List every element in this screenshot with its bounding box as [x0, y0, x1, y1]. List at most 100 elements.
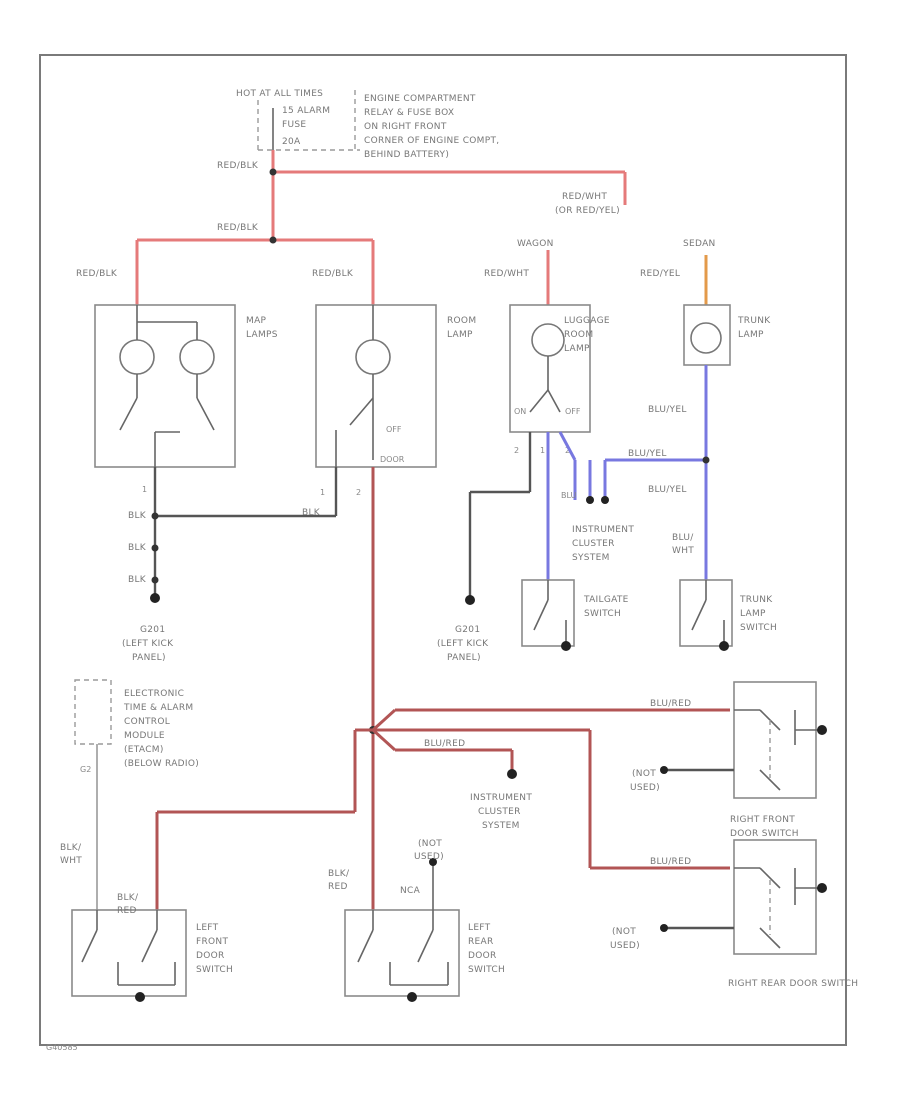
fuse-line-1: HOT AT ALL TIMES [236, 89, 323, 99]
pin-label-6: 2 [565, 446, 570, 455]
fuse-block: HOT AT ALL TIMES 15 ALARM FUSE 20A ENGIN… [236, 89, 499, 160]
room-lamp-label-2: LAMP [447, 330, 473, 340]
right-rear-label: RIGHT REAR DOOR SWITCH [728, 979, 858, 989]
etacm-module: G2 ELECTRONIC TIME & ALARM CONTROL MODUL… [60, 679, 199, 910]
wire-label-blk-4: BLK [302, 508, 321, 518]
luggage-label-1: LUGGAGE [564, 316, 610, 326]
wire-label-blkred-2a: BLK/ [328, 869, 350, 879]
g201-right-label-2: (LEFT KICK [437, 639, 489, 649]
pin-label-1: 1 [142, 485, 147, 494]
ground-g201-left: BLK BLK BLK BLK G201 (LEFT KICK PANEL) 1… [122, 467, 361, 663]
wire-label-blkred-1b: RED [117, 906, 137, 916]
trunk-switch-label-2: LAMP [740, 609, 766, 619]
diagram-code: G40585 [46, 1043, 78, 1052]
luggage-off-label: OFF [565, 407, 581, 416]
door-switch-bus: BLU/RED BLU/RED BLU/RED INSTRUMENT CLUST… [155, 467, 730, 910]
fuse-location-2: RELAY & FUSE BOX [364, 108, 454, 118]
wire-label-blk-3: BLK [128, 575, 147, 585]
wire-label-bluyel-2: BLU/YEL [648, 405, 687, 415]
left-front-door-switch: BLK/ RED LEFT FRONT DOOR SWITCH [71, 893, 233, 1002]
etacm-label-1: ELECTRONIC [124, 689, 184, 699]
trunk-switch-label-3: SWITCH [740, 623, 777, 633]
right-front-notused-1: (NOT [632, 769, 656, 779]
wire-label-redwht: RED/WHT [484, 269, 529, 279]
pin-label-2: 1 [320, 488, 325, 497]
trunk-lamp-label-1: TRUNK [737, 316, 771, 326]
wire-label-blkwht-2: WHT [60, 856, 82, 866]
left-front-label-2: FRONT [196, 937, 228, 947]
left-rear-label-1: LEFT [468, 923, 491, 933]
luggage-room-lamp: WAGON RED/WHT LUGGAGE ROOM LAMP ON OFF 2… [484, 239, 610, 455]
inst-cluster-1-label-2: CLUSTER [572, 539, 615, 549]
wire-label-nca: NCA [400, 886, 421, 896]
map-lamps: MAP LAMPS [94, 304, 278, 468]
tailgate-label-1: TAILGATE [583, 595, 629, 605]
g201-left-label-3: PANEL) [132, 653, 166, 663]
inst-cluster-1-label-3: SYSTEM [572, 553, 610, 563]
left-rear-notused-2: USED) [414, 852, 444, 862]
luggage-label-3: LAMP [564, 344, 590, 354]
fuse-line-2: 15 ALARM [282, 106, 330, 116]
wire-label-blu: BLU [561, 491, 577, 500]
wire-label-bluyel-1: BLU/YEL [628, 449, 667, 459]
etacm-label-4: MODULE [124, 731, 165, 741]
etacm-label-2: TIME & ALARM [123, 703, 194, 713]
wire-label-blured-2: BLU/RED [424, 739, 465, 749]
right-front-door-switch: (NOT USED) RIGHT FRONT DOOR SWITCH [630, 681, 827, 839]
g201-right-label-3: PANEL) [447, 653, 481, 663]
wire-label-blkwht-1: BLK/ [60, 843, 82, 853]
left-front-label-3: DOOR [196, 951, 225, 961]
wire-label-redblk-4: RED/BLK [312, 269, 354, 279]
right-front-label-2: DOOR SWITCH [730, 829, 799, 839]
fuse-location-4: CORNER OF ENGINE COMPT, [364, 136, 499, 146]
etacm-label-6: (BELOW RADIO) [124, 759, 199, 769]
left-rear-label-4: SWITCH [468, 965, 505, 975]
g201-left-label-2: (LEFT KICK [122, 639, 174, 649]
tailgate-label-2: SWITCH [584, 609, 621, 619]
map-lamps-label-2: LAMPS [246, 330, 278, 340]
fuse-location-5: BEHIND BATTERY) [364, 150, 449, 160]
wire-label-redblk-3: RED/BLK [76, 269, 118, 279]
left-rear-label-2: REAR [468, 937, 494, 947]
wire-label-redwht-or-1: RED/WHT [562, 192, 607, 202]
right-rear-notused-1: (NOT [612, 927, 636, 937]
wire-label-redblk-1: RED/BLK [217, 161, 259, 171]
room-lamp-off-label: OFF [386, 425, 402, 434]
inst-cluster-2-label-1: INSTRUMENT [470, 793, 532, 803]
luggage-on-label: ON [514, 407, 526, 416]
wire-label-blured-3: BLU/RED [650, 857, 691, 867]
left-rear-notused-1: (NOT [418, 839, 442, 849]
fuse-location-3: ON RIGHT FRONT [364, 122, 447, 132]
wire-label-redwht-or-2: (OR RED/YEL) [555, 206, 620, 216]
room-lamp-door-label: DOOR [380, 455, 405, 464]
diagram-frame [39, 54, 847, 1046]
pin-label-3: 2 [356, 488, 361, 497]
luggage-label-2: ROOM [564, 330, 593, 340]
left-rear-label-3: DOOR [468, 951, 497, 961]
trunk-switch-label-1: TRUNK [739, 595, 773, 605]
room-lamp-label-1: ROOM [447, 316, 476, 326]
wire-label-blk-2: BLK [128, 543, 147, 553]
tailgate-switch: TAILGATE SWITCH [521, 579, 629, 651]
luggage-lamp-wiring: G201 (LEFT KICK PANEL) BLU BLU/YEL INSTR… [437, 431, 706, 663]
g201-right-label-1: G201 [455, 625, 480, 635]
pin-label-4: 2 [514, 446, 519, 455]
wire-label-bluwht-2: WHT [672, 546, 694, 556]
fuse-location-1: ENGINE COMPARTMENT [364, 94, 476, 104]
right-rear-door-switch: (NOT USED) RIGHT REAR DOOR SWITCH [610, 839, 858, 989]
g201-left-label-1: G201 [140, 625, 165, 635]
etacm-label-3: CONTROL [124, 717, 170, 727]
right-rear-notused-2: USED) [610, 941, 640, 951]
trunk-lamp-label-2: LAMP [738, 330, 764, 340]
inst-cluster-1-label-1: INSTRUMENT [572, 525, 634, 535]
map-lamps-label-1: MAP [246, 316, 267, 326]
power-feed-wires: RED/BLK RED/BLK RED/BLK RED/BLK RED/WHT … [76, 150, 627, 305]
right-front-label-1: RIGHT FRONT [730, 815, 795, 825]
fuse-line-4: 20A [282, 137, 301, 147]
left-front-label-1: LEFT [196, 923, 219, 933]
wire-label-blk-1: BLK [128, 511, 147, 521]
fuse-line-3: FUSE [282, 120, 306, 130]
right-front-notused-2: USED) [630, 783, 660, 793]
left-front-label-4: SWITCH [196, 965, 233, 975]
wire-label-blkred-2b: RED [328, 882, 348, 892]
